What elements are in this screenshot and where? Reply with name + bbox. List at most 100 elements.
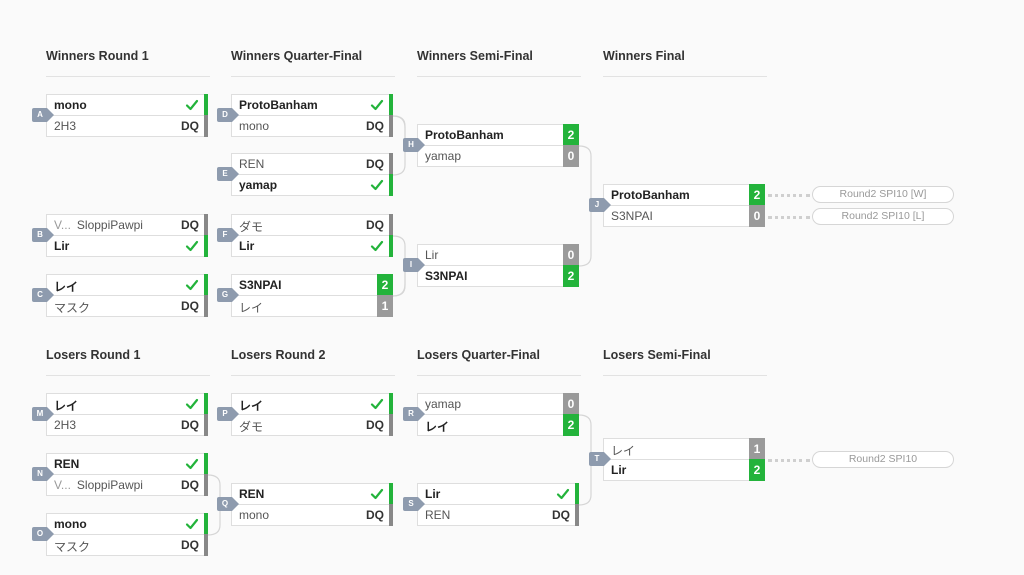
match-label-m[interactable]: M [32, 407, 54, 421]
match-label-j[interactable]: J [589, 198, 611, 212]
match-label-a[interactable]: A [32, 108, 54, 122]
participant-slot[interactable]: レイ 2 [417, 414, 579, 436]
participant-name-text: ProtoBanham [425, 128, 504, 142]
match-label-n[interactable]: N [32, 467, 54, 481]
match-p[interactable]: レイダモ DQ [231, 393, 393, 437]
match-label-b[interactable]: B [32, 228, 54, 242]
participant-slot[interactable]: Lir [417, 483, 579, 505]
score-box: 2 [563, 414, 579, 436]
dotted-connector [768, 216, 810, 219]
match-label-e[interactable]: E [217, 167, 239, 181]
participant-slot[interactable]: yamap [231, 174, 393, 196]
match-label-p[interactable]: P [217, 407, 239, 421]
dq-score: DQ [181, 538, 199, 552]
losers-round-title-3: Losers Quarter-Final [417, 348, 540, 362]
participant-name-text: S3NPAI [611, 209, 653, 223]
match-label-o[interactable]: O [32, 527, 54, 541]
dq-score: DQ [366, 218, 384, 232]
winner-indicator [389, 174, 393, 196]
match-label-g[interactable]: G [217, 288, 239, 302]
match-label-r[interactable]: R [403, 407, 425, 421]
participant-slot[interactable]: ProtoBanham [231, 94, 393, 116]
participant-name-text: レイ [425, 420, 450, 434]
future-slot-winners[interactable]: Round2 SPI10 [W] [812, 186, 954, 203]
losers-round-title-4: Losers Semi-Final [603, 348, 711, 362]
participant-slot[interactable]: Lir [231, 235, 393, 257]
participant-name-text: レイ [239, 301, 264, 315]
losers-round-title-4-divider [603, 375, 767, 376]
participant-name: mono [54, 517, 87, 531]
participant-name: V...SloppiPawpi [54, 218, 143, 232]
participant-name: REN [239, 487, 264, 501]
match-label-t[interactable]: T [589, 452, 611, 466]
future-slot-losers[interactable]: Round2 SPI10 [L] [812, 208, 954, 225]
match-label-i[interactable]: I [403, 258, 425, 272]
participant-slot[interactable]: mono [46, 94, 208, 116]
score-box: 0 [563, 145, 579, 167]
participant-slot[interactable]: REN [46, 453, 208, 475]
match-label-d[interactable]: D [217, 108, 239, 122]
participant-slot[interactable]: Lir [46, 235, 208, 257]
loser-indicator [389, 115, 393, 137]
future-slot-grand[interactable]: Round2 SPI10 [812, 451, 954, 468]
participant-slot[interactable]: mono [46, 513, 208, 535]
participant-slot[interactable]: ダモ DQ [231, 414, 393, 436]
match-label-h[interactable]: H [403, 138, 425, 152]
participant-slot[interactable]: レイ [46, 274, 208, 296]
match-label-c[interactable]: C [32, 288, 54, 302]
participant-slot[interactable]: レイ [46, 393, 208, 415]
participant-name: ダモ [239, 418, 263, 435]
match-label-f[interactable]: F [217, 228, 239, 242]
match-label-q[interactable]: Q [217, 497, 239, 511]
participant-name-text: レイ [239, 399, 264, 413]
dq-score: DQ [181, 478, 199, 492]
dq-score: DQ [366, 418, 384, 432]
score-box: 1 [749, 438, 765, 460]
match-label-s[interactable]: S [403, 497, 425, 511]
participant-name-text: ProtoBanham [239, 98, 318, 112]
participant-name-text: Lir [425, 248, 439, 262]
match-label-text: R [408, 409, 414, 418]
participant-slot[interactable]: レイ [231, 393, 393, 415]
participant-slot[interactable]: REN [231, 483, 393, 505]
